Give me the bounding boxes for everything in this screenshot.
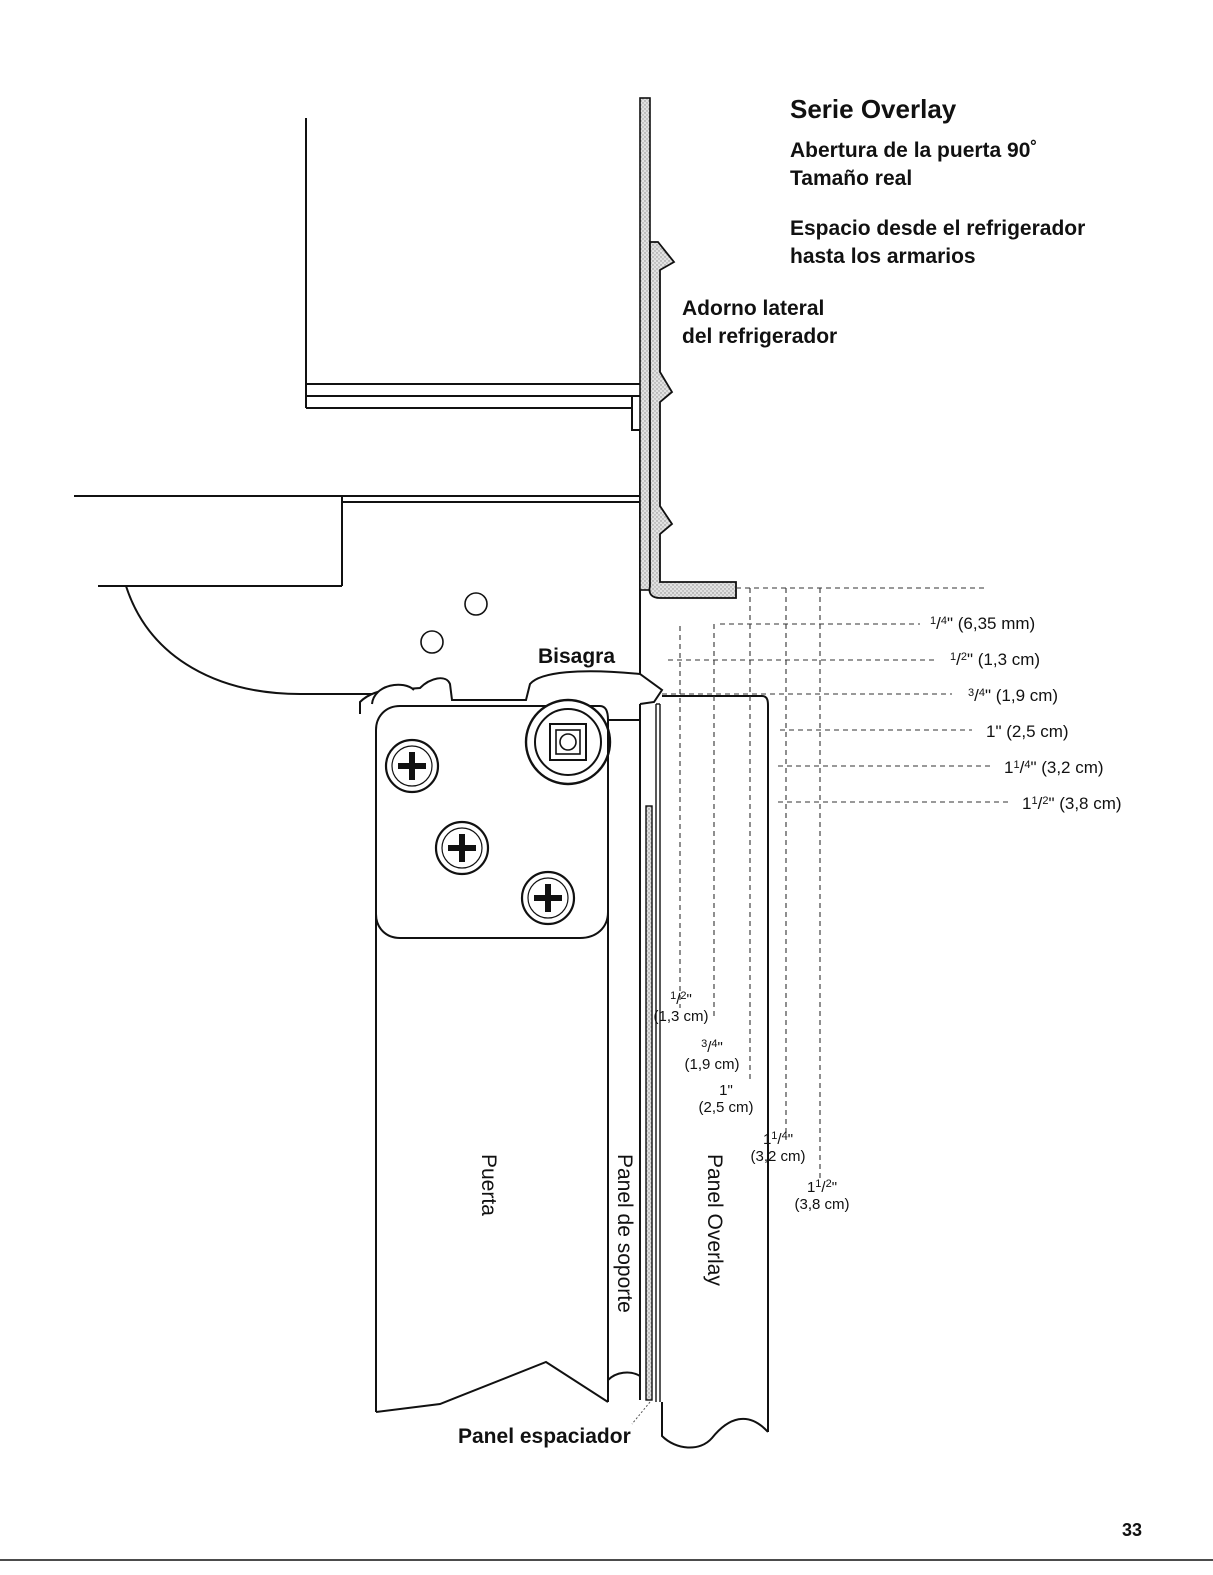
dimension-label: 11/4" (3,2 cm) <box>1004 758 1104 777</box>
label-overlay-panel: Panel Overlay <box>703 1154 726 1286</box>
refrigerator-body <box>74 118 641 695</box>
page-title: Serie Overlay <box>790 94 957 124</box>
label-spacer-panel: Panel espaciador <box>458 1425 631 1448</box>
label-support-panel: Panel de soporte <box>613 1154 636 1313</box>
hinge-assembly <box>359 670 664 939</box>
door <box>375 720 609 1413</box>
dimension-lines <box>662 587 1010 1180</box>
dimension-label: 11/2" (3,8 cm) <box>1022 794 1122 813</box>
subtitle-line-3: Espacio desde el refrigerador <box>790 217 1086 240</box>
label-side-trim-1: Adorno lateral <box>682 297 825 320</box>
dimension-label: 3/4" (1,9 cm) <box>968 686 1059 705</box>
support-panel <box>607 704 641 1400</box>
page-number: 33 <box>1122 1520 1143 1540</box>
dimension-label: 1/2" (1,3 cm) <box>653 990 709 1025</box>
dimension-label: 1/4" (6,35 mm) <box>930 614 1036 633</box>
subtitle-line-1: Abertura de la puerta 90˚ <box>790 139 1038 162</box>
label-door: Puerta <box>477 1154 500 1216</box>
screw-icon <box>384 738 576 926</box>
side-trim <box>639 97 737 599</box>
dimension-label: 1/2" (1,3 cm) <box>950 650 1041 669</box>
dimension-label: 1" (2,5 cm) <box>986 722 1069 741</box>
overlay-panel <box>661 695 769 1449</box>
subtitle-line-2: Tamaño real <box>790 167 913 190</box>
subtitle-line-4: hasta los armarios <box>790 245 976 268</box>
dimension-label: 11/4" (3,2 cm) <box>750 1130 806 1165</box>
spacer-panel <box>631 703 661 1425</box>
label-side-trim-2: del refrigerador <box>682 325 838 348</box>
label-hinge: Bisagra <box>538 645 616 668</box>
dimension-label: 3/4" (1,9 cm) <box>684 1038 740 1073</box>
dimension-label: 11/2" (3,8 cm) <box>794 1178 850 1213</box>
dimension-label: 1" (2,5 cm) <box>698 1082 754 1116</box>
